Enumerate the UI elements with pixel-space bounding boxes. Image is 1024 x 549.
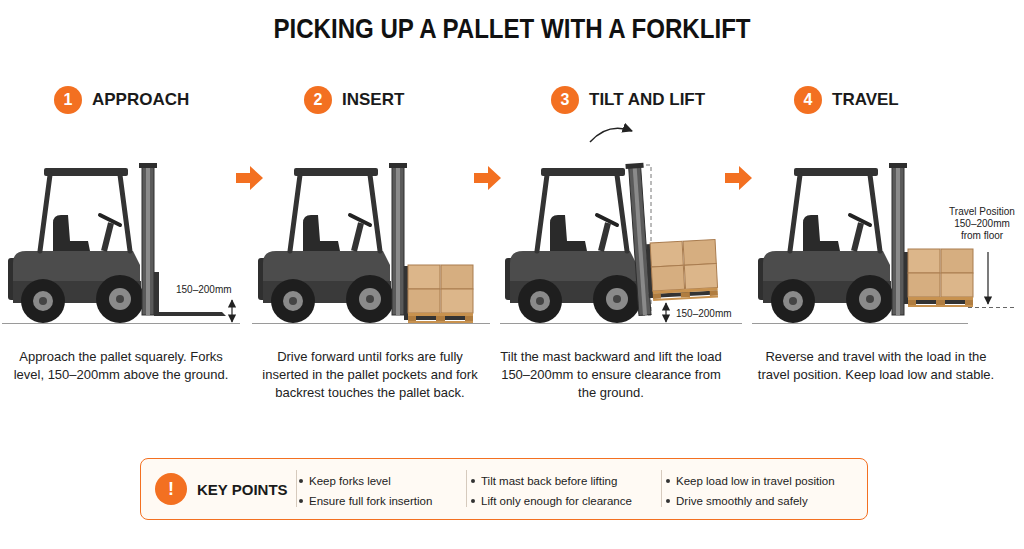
step3-forklift-part: [665, 303, 666, 322]
step2-forklift: [258, 163, 473, 323]
column-divider: [296, 470, 297, 507]
step-number-text: 2: [314, 91, 323, 109]
step3-forklift-part: [646, 240, 718, 302]
bullet-dot: [666, 479, 670, 483]
step3-forklift-part-part: [650, 240, 718, 301]
step1-forklift: [8, 163, 232, 323]
step3-forklift-part: [625, 163, 654, 316]
step4-forklift-part: [758, 168, 894, 323]
bullet-dot: [666, 499, 670, 503]
bullet-dot: [299, 479, 303, 483]
step-number: 3: [551, 86, 579, 114]
step1-forklift-part: [154, 312, 226, 316]
step1-forklift-part: [154, 272, 159, 316]
diagram-title: PICKING UP A PALLET WITH A FORKLIFT: [72, 12, 953, 46]
key-point: Lift only enough for clearance: [481, 493, 632, 509]
ground-lines-part: [752, 323, 968, 324]
dimension-label: Travel Position 150–200mm from floor: [946, 206, 1018, 242]
step-arrows-part: [725, 166, 752, 190]
step-heading: INSERT: [342, 90, 404, 110]
step-number: 2: [304, 86, 332, 114]
dimension-label: 150–200mm: [176, 284, 232, 296]
alert-icon: !: [155, 473, 187, 505]
key-point: Drive smoothly and safely: [676, 493, 808, 509]
column-divider: [661, 470, 662, 507]
step-number-text: 3: [561, 91, 570, 109]
step3-forklift-part-part: [625, 163, 654, 316]
key-point: Keep load low in travel position: [676, 473, 835, 489]
step-caption: Reverse and travel with the load in the …: [754, 348, 998, 384]
step3-forklift-part: [590, 128, 632, 142]
step3-forklift: [505, 128, 718, 323]
column-divider: [466, 470, 467, 507]
step-number: 4: [794, 86, 822, 114]
key-points-box: KEY POINTS Keep forks levelEnsure full fo…: [140, 458, 868, 520]
dimension-label: 150–200mm: [676, 308, 732, 320]
step-arrows-part: [236, 166, 263, 190]
step-heading: APPROACH: [92, 90, 189, 110]
step-caption: Approach the pallet squarely. Forks leve…: [10, 348, 232, 384]
ground-lines: [2, 323, 968, 324]
ground-lines-part: [500, 323, 742, 324]
key-point: Tilt mast back before lifting: [481, 473, 617, 489]
step-number-text: 1: [64, 91, 73, 109]
key-point: Keep forks level: [309, 473, 391, 489]
step4-forklift-part: [987, 252, 988, 304]
bullet-dot: [471, 479, 475, 483]
step-heading: TILT AND LIFT: [589, 90, 705, 110]
step3-forklift-part: [505, 168, 641, 323]
step4-forklift-part: [968, 307, 1014, 308]
key-point: Ensure full fork insertion: [309, 493, 432, 509]
step2-forklift-part: [258, 168, 394, 323]
step4-forklift-part: [908, 249, 973, 307]
alert-icon-text: !: [168, 479, 174, 499]
ground-lines-part: [252, 323, 490, 324]
step-caption: Tilt the mast backward and lift the load…: [498, 348, 724, 402]
step-number-text: 4: [804, 91, 813, 109]
step-heading: TRAVEL: [832, 90, 899, 110]
bullet-dot: [471, 499, 475, 503]
step2-forklift-part: [408, 265, 473, 323]
step-caption: Drive forward until forks are fully inse…: [256, 348, 484, 402]
step1-forklift-part: [8, 168, 144, 323]
ground-lines-part: [2, 323, 240, 324]
step1-forklift-part: [231, 300, 232, 322]
step4-forklift: [758, 163, 1014, 323]
key-points-heading: KEY POINTS: [197, 481, 288, 499]
step-arrows-part: [474, 166, 501, 190]
step-number: 1: [54, 86, 82, 114]
bullet-dot: [299, 499, 303, 503]
